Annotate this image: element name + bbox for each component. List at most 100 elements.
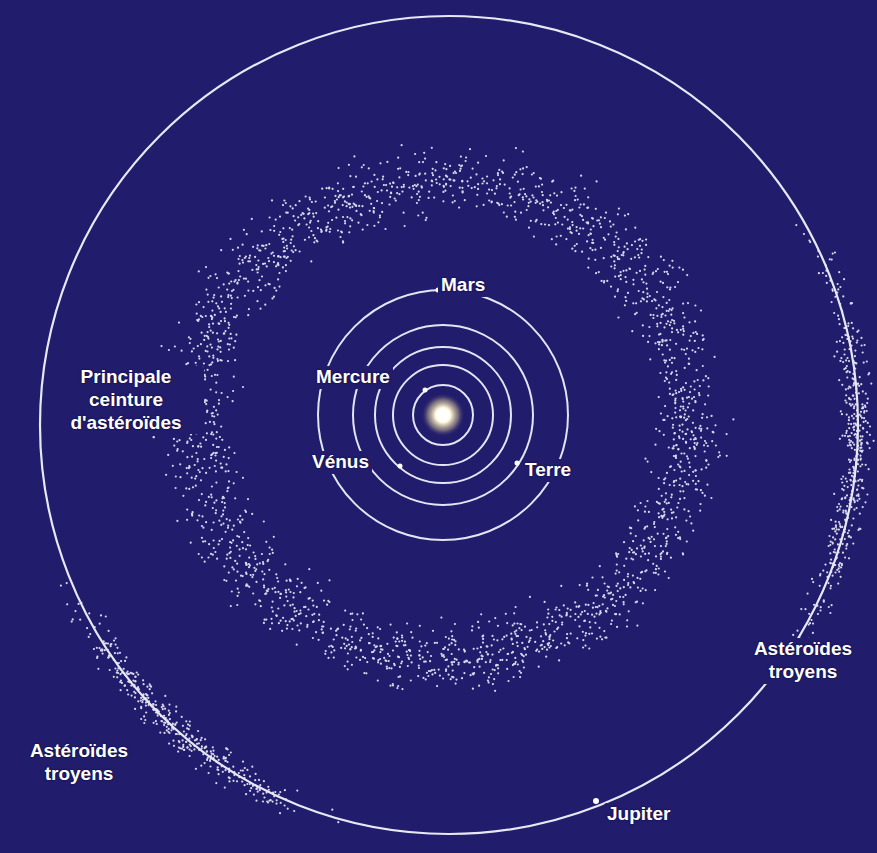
- asteroid-dot: [588, 234, 590, 236]
- asteroid-dot: [454, 623, 456, 625]
- asteroid-dot: [189, 338, 191, 340]
- asteroid-dot: [376, 178, 378, 180]
- asteroid-dot: [363, 164, 365, 166]
- asteroid-dot: [205, 289, 207, 291]
- asteroid-dot: [383, 657, 385, 659]
- asteroid-dot: [656, 325, 658, 327]
- asteroid-dot: [680, 390, 682, 392]
- asteroid-dot: [506, 635, 508, 637]
- asteroid-dot: [605, 611, 607, 613]
- asteroid-dot: [327, 204, 329, 206]
- asteroid-dot: [271, 549, 273, 551]
- asteroid-dot: [246, 583, 248, 585]
- asteroid-dot: [351, 613, 353, 615]
- asteroid-dot: [517, 663, 519, 665]
- asteroid-dot: [419, 640, 421, 642]
- asteroid-dot: [220, 463, 222, 465]
- asteroid-dot: [257, 259, 259, 261]
- asteroid-dot: [292, 235, 294, 237]
- asteroid-dot: [401, 186, 403, 188]
- asteroid-dot: [271, 606, 273, 608]
- asteroid-dot: [514, 211, 516, 213]
- asteroid-dot: [313, 216, 315, 218]
- asteroid-dot: [211, 529, 213, 531]
- asteroid-dot: [192, 511, 194, 513]
- asteroid-dot: [604, 636, 606, 638]
- asteroid-dot: [235, 334, 237, 336]
- asteroid-dot: [452, 194, 454, 196]
- asteroid-dot: [497, 625, 499, 627]
- asteroid-dot: [285, 596, 287, 598]
- asteroid-dot: [407, 174, 409, 176]
- asteroid-dot: [522, 198, 524, 200]
- asteroid-dot: [351, 636, 353, 638]
- asteroid-dot: [549, 635, 551, 637]
- asteroid-dot: [467, 185, 469, 187]
- asteroid-dot: [296, 624, 298, 626]
- asteroid-dot: [297, 224, 299, 226]
- asteroid-dot: [210, 433, 212, 435]
- asteroid-dot: [677, 448, 679, 450]
- asteroid-dot: [654, 444, 656, 446]
- asteroid-dot: [298, 629, 300, 631]
- asteroid-dot: [336, 198, 338, 200]
- asteroid-dot: [204, 335, 206, 337]
- asteroid-dot: [536, 626, 538, 628]
- asteroid-dot: [616, 231, 618, 233]
- asteroid-dot: [669, 359, 671, 361]
- asteroid-dot: [473, 648, 475, 650]
- asteroid-dot: [587, 207, 589, 209]
- asteroid-dot: [617, 213, 619, 215]
- asteroid-dot: [658, 396, 660, 398]
- asteroid-dot: [345, 637, 347, 639]
- asteroid-dot: [613, 241, 615, 243]
- asteroid-dot: [279, 231, 281, 233]
- asteroid-dot: [477, 661, 479, 663]
- asteroid-dot: [675, 392, 677, 394]
- asteroid-dot: [213, 547, 215, 549]
- asteroid-dot: [642, 550, 644, 552]
- asteroid-dot: [663, 326, 665, 328]
- asteroid-dot: [519, 676, 521, 678]
- asteroid-dot: [349, 207, 351, 209]
- asteroid-dot: [590, 233, 592, 235]
- asteroid-dot: [403, 644, 405, 646]
- asteroid-dot: [233, 568, 235, 570]
- asteroid-dot: [712, 431, 714, 433]
- asteroid-dot: [689, 447, 691, 449]
- asteroid-dot: [231, 290, 233, 292]
- asteroid-dot: [361, 205, 363, 207]
- asteroid-dot: [639, 245, 641, 247]
- asteroid-dot: [176, 450, 178, 452]
- asteroid-dot: [564, 216, 566, 218]
- asteroid-dot: [204, 399, 206, 401]
- asteroid-dot: [198, 270, 200, 272]
- asteroid-dot: [663, 482, 665, 484]
- asteroid-dot: [481, 177, 483, 179]
- asteroid-dot: [410, 631, 412, 633]
- asteroid-dot: [654, 342, 656, 344]
- asteroid-dot: [208, 323, 210, 325]
- asteroid-dot: [432, 174, 434, 176]
- asteroid-dot: [450, 185, 452, 187]
- asteroid-dot: [399, 167, 401, 169]
- asteroid-dot: [351, 219, 353, 221]
- asteroid-dot: [696, 369, 698, 371]
- asteroid-dot: [406, 654, 408, 656]
- asteroid-dot: [274, 591, 276, 593]
- asteroid-dot: [284, 563, 286, 565]
- asteroid-dot: [237, 588, 239, 590]
- asteroid-dot: [351, 646, 353, 648]
- asteroid-dot: [623, 603, 625, 605]
- asteroid-dot: [186, 519, 188, 521]
- asteroid-dot: [683, 470, 685, 472]
- asteroid-dot: [203, 339, 205, 341]
- asteroid-dot: [418, 191, 420, 193]
- asteroid-dot: [255, 264, 257, 266]
- asteroid-dot: [419, 173, 421, 175]
- asteroid-dot: [191, 515, 193, 517]
- asteroid-dot: [194, 478, 196, 480]
- asteroid-dot: [702, 413, 704, 415]
- asteroid-dot: [675, 516, 677, 518]
- asteroid-dot: [596, 594, 598, 596]
